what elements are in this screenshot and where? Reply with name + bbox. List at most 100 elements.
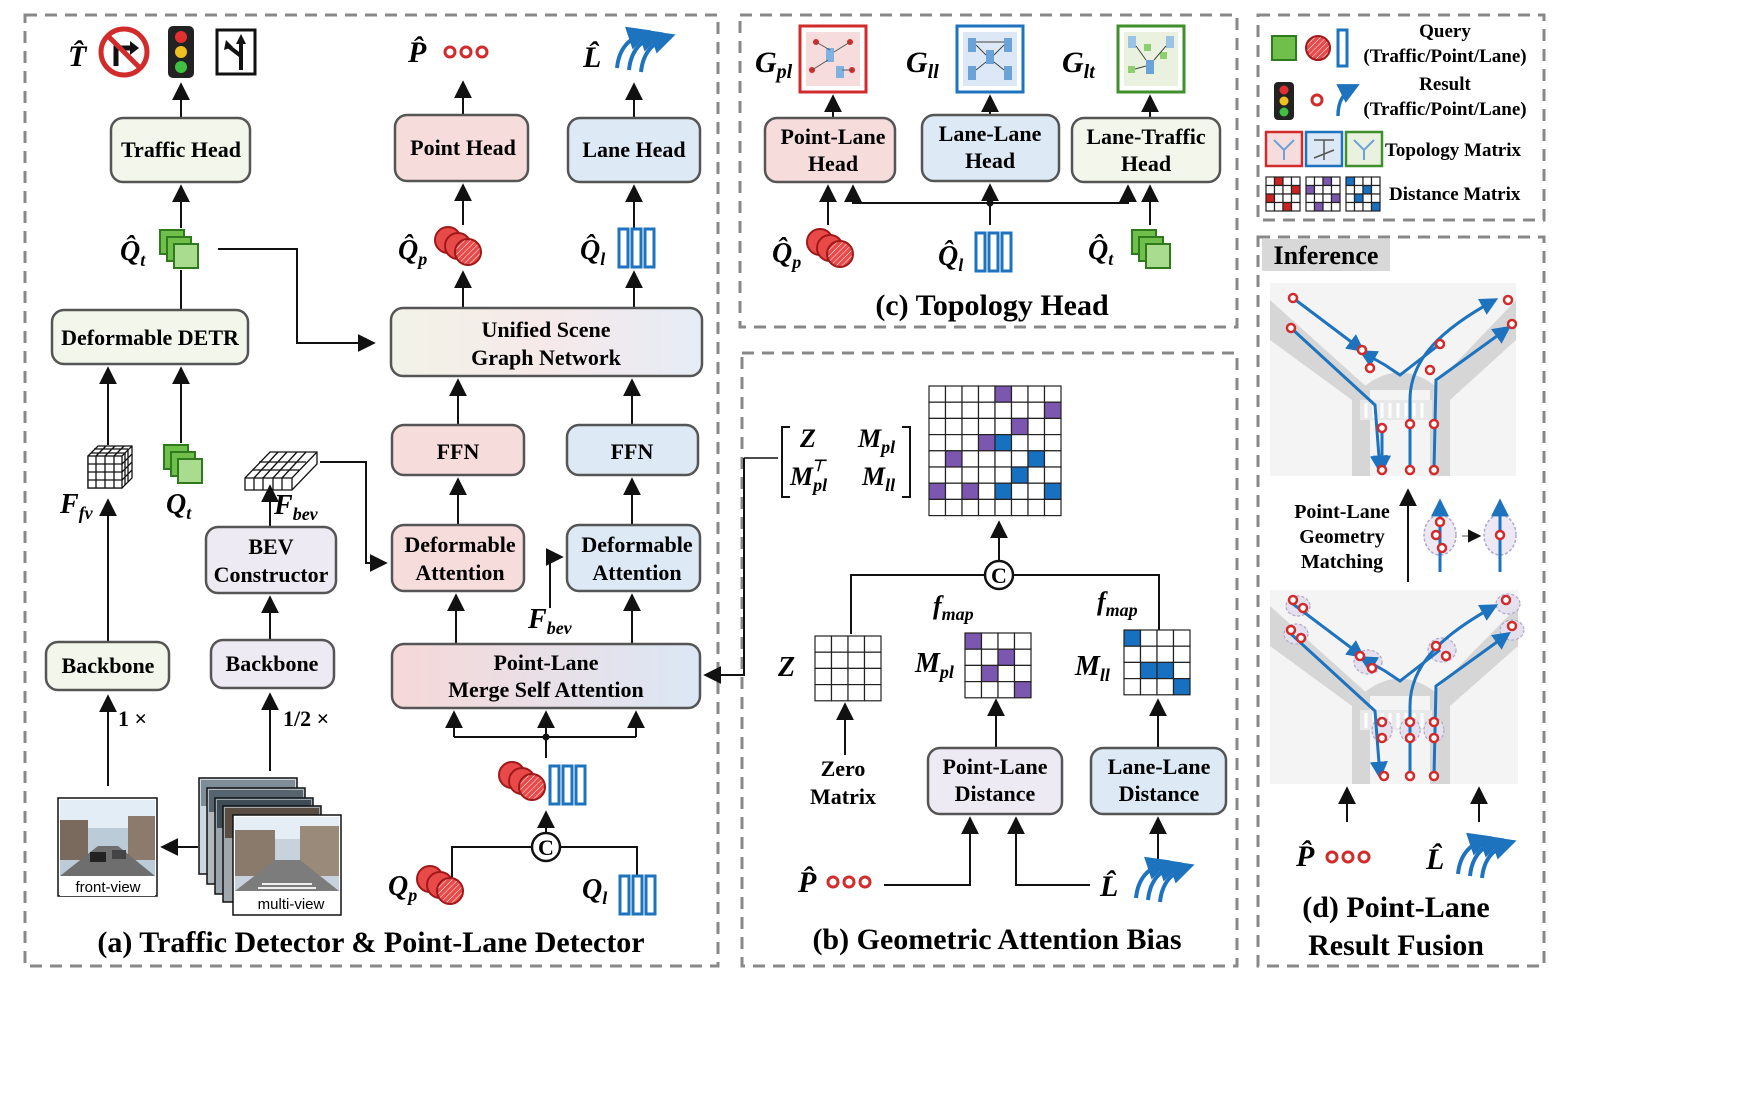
backbone-front-label: Backbone: [62, 653, 155, 678]
c-ql-hat-symbol: Q̂l: [938, 240, 963, 275]
panel-a-caption: (a) Traffic Detector & Point-Lane Detect…: [97, 926, 644, 959]
bias-matrix-cell: [994, 498, 1013, 517]
traffic-head-label: Traffic Head: [121, 137, 241, 162]
legend-dist-c-cell: [1362, 176, 1373, 187]
legend-dist-c-cell: [1362, 201, 1373, 212]
panel-d-caption-1: (d) Point-Lane: [1302, 891, 1490, 924]
bias-matrix-cell: [928, 385, 947, 403]
bias-matrix-cell: [1043, 450, 1062, 468]
ll-head-label-2: Head: [965, 148, 1015, 173]
l-hat-symbol: L̂: [582, 41, 601, 74]
c-lane-query-icon: [974, 231, 1013, 273]
m-ll-matrix-cell: [1139, 677, 1158, 696]
m-pl-matrix-cell: [980, 664, 999, 683]
zero-matrix-cell: [814, 667, 833, 686]
bias-matrix-cell: [944, 450, 963, 468]
zero-matrix-cell: [863, 635, 882, 653]
bias-matrix-cell: [928, 417, 947, 436]
bias-matrix-cell: [1043, 385, 1062, 403]
legend-traffic-light-icon: [1274, 82, 1294, 120]
bias-matrix-cell: [994, 434, 1013, 452]
bias-matrix-cell: [1027, 434, 1046, 452]
legend-dist-a-cell: [1290, 193, 1301, 204]
concat-label-a: C: [538, 835, 554, 860]
d-p-hat-symbol: P̂: [1295, 840, 1315, 873]
panel-a: T̂ P̂ L̂ Traffic Head: [44, 26, 704, 959]
legend-dist-a-cell: [1282, 193, 1293, 204]
bias-matrix-cell: [977, 401, 996, 420]
legend-dist-c-cell: [1345, 176, 1356, 187]
legend-dist-b-cell: [1313, 184, 1324, 195]
m-ll-matrix-cell: [1123, 645, 1142, 664]
z-symbol: Z: [777, 652, 795, 683]
legend-dist-a-cell: [1282, 184, 1293, 195]
m-ll-symbol: Mll: [1074, 651, 1110, 685]
ffn-point-box: [390, 423, 526, 477]
legend-dist-c-cell: [1370, 176, 1381, 187]
def-att-point-box: [390, 523, 526, 593]
legend-dist-b-cell: [1313, 176, 1324, 187]
panel-b-border: [740, 351, 1239, 968]
zero-matrix-cell: [863, 651, 882, 670]
legend-dist-b-cell: [1322, 184, 1333, 195]
point-query-input-icon: [416, 865, 464, 905]
bias-matrix-cell: [944, 482, 963, 501]
lane-head-box: [566, 116, 702, 184]
legend-dist-c-cell: [1345, 201, 1356, 212]
legend-dist-b-cell: [1330, 184, 1341, 195]
bias-matrix-cell: [944, 466, 963, 484]
m-ll-matrix-grid: [1123, 629, 1191, 696]
m-ll-matrix-cell: [1139, 661, 1158, 680]
matching-label-1: Point-Lane: [1294, 501, 1390, 523]
m-pl-matrix-cell: [1013, 680, 1032, 699]
b-p-hat-symbol: P̂: [797, 866, 817, 899]
bias-matrix-cell: [1027, 401, 1046, 420]
ll-head-box: [920, 113, 1061, 183]
legend-point-result-icon: [1310, 93, 1324, 107]
m-pl-matrix-cell: [997, 680, 1016, 699]
legend-dist-b-cell: [1330, 201, 1341, 212]
legend-query-1: Query: [1419, 21, 1471, 42]
bias-matrix-cell: [1043, 498, 1062, 517]
scale-multi-label: 1/2 ×: [283, 706, 329, 731]
bias-matrix-cell: [944, 401, 963, 420]
bias-matrix-cell: [1043, 417, 1062, 436]
g-ll-symbol: Gll: [906, 46, 939, 83]
bev-feature-grid-icon: [244, 451, 318, 491]
bias-matrix-cell: [961, 466, 980, 484]
bias-matrix-cell: [928, 482, 947, 501]
qp-hat-symbol: Q̂p: [398, 234, 427, 269]
zero-matrix-grid: [814, 635, 882, 702]
pl-head-label-1: Point-Lane: [780, 124, 885, 149]
bias-matrix-cell: [944, 385, 963, 403]
def-att-lane-box: [565, 523, 702, 593]
legend-topology-matrix-icons: [1264, 130, 1384, 168]
bias-matrix-cell: [928, 498, 947, 517]
multi-view-label: multi-view: [258, 896, 325, 913]
merge-label-1: Point-Lane: [493, 650, 598, 675]
legend-border: [1256, 13, 1546, 222]
m-pl-matrix-cell: [980, 648, 999, 667]
pl-distance-box: [926, 746, 1064, 816]
matching-label-2: Geometry: [1299, 526, 1385, 548]
lane-head-label: Lane Head: [582, 137, 685, 162]
legend-topology-label: Topology Matrix: [1385, 140, 1521, 161]
pl-distance-label-1: Point-Lane: [942, 754, 1047, 779]
panel-c: Gpl Gll Glt: [755, 24, 1222, 322]
legend-dist-c-cell: [1370, 184, 1381, 195]
bias-matrix-cell: [977, 466, 996, 484]
bias-matrix-cell: [1027, 450, 1046, 468]
lane-query-input-icon: [618, 874, 657, 916]
legend-dist-b-cell: [1330, 176, 1341, 187]
panel-c-caption: (c) Topology Head: [875, 289, 1109, 322]
merged-point-query-icon: [498, 761, 546, 801]
bracket-m-pl-t: M⊤pl: [789, 458, 827, 495]
pl-head-label-2: Head: [808, 151, 858, 176]
bias-matrix-cell: [928, 401, 947, 420]
bias-matrix-cell: [994, 482, 1013, 501]
legend-dist-b-cell: [1322, 193, 1333, 204]
bias-matrix-cell: [1010, 450, 1029, 468]
traffic-query-input-icon: [163, 444, 203, 484]
zero-matrix-cell: [830, 651, 849, 670]
bracket-m-pl: Mpl: [857, 424, 895, 457]
